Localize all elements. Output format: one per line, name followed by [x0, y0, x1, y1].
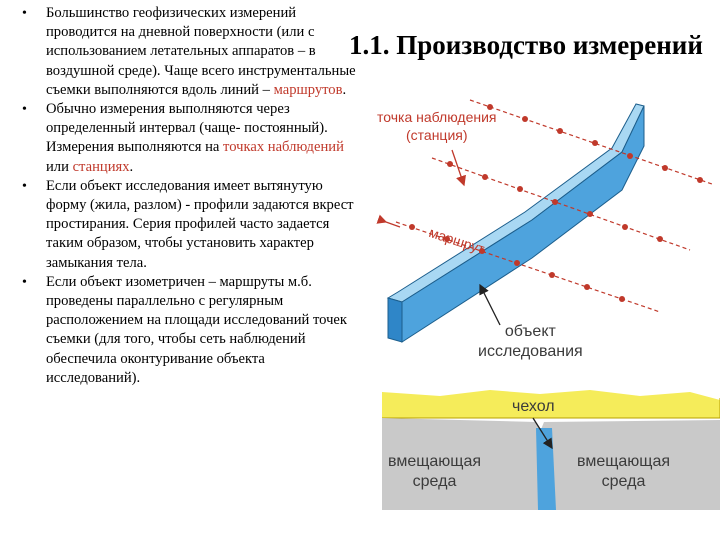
- bullet-item-3: Если объект исследования имеет вытянутую…: [22, 177, 362, 273]
- geologic-section: [382, 390, 720, 510]
- bullet-text: Если объект изометричен – маршруты м.б. …: [46, 273, 347, 386]
- object-label-line2: исследования: [478, 343, 583, 360]
- bullet-text-tail: .: [129, 158, 134, 175]
- survey-diagram: [376, 99, 720, 510]
- highlight-term: точках наблюдений: [223, 139, 344, 156]
- object-body: [386, 103, 645, 343]
- highlight-term: маршрутов: [273, 81, 343, 98]
- bullet-text-tail: .: [342, 81, 347, 98]
- host-right-line1: вмещающая: [577, 453, 671, 470]
- host-left-label: вмещающая среда: [388, 452, 481, 492]
- host-right-label: вмещающая среда: [577, 452, 670, 492]
- highlight-term-2: станциях: [72, 158, 130, 175]
- cover-label: чехол: [512, 398, 555, 415]
- station-label-line2: (станция): [405, 127, 468, 143]
- host-left-line2: среда: [412, 473, 457, 490]
- bullet-text-mid: или: [46, 158, 73, 175]
- object-pointer: [479, 283, 501, 326]
- bullet-text: Если объект исследования имеет вытянутую…: [46, 177, 354, 271]
- bullet-list: Большинство геофизических измерений пров…: [22, 4, 362, 388]
- host-right-line2: среда: [601, 473, 646, 490]
- bullet-item-2: Обычно измерения выполняются через опред…: [22, 100, 362, 177]
- station-points: [409, 104, 703, 302]
- bullet-item-1: Большинство геофизических измерений пров…: [22, 4, 362, 100]
- host-left-line1: вмещающая: [388, 453, 482, 470]
- station-label: точка наблюдения (станция): [377, 108, 497, 144]
- bullet-item-4: Если объект изометричен – маршруты м.б. …: [22, 273, 362, 388]
- bullet-text: Большинство геофизических измерений пров…: [46, 5, 356, 98]
- station-pointer: [451, 149, 466, 187]
- survey-routes: [376, 99, 713, 313]
- object-label-line1: объект: [504, 323, 556, 340]
- bullet-text: Обычно измерения выполняются через опред…: [46, 101, 328, 156]
- station-label-line1: точка наблюдения: [377, 109, 497, 125]
- slide-title: 1.1. Производство измерений: [349, 30, 703, 60]
- object-label: объект исследования: [478, 322, 583, 362]
